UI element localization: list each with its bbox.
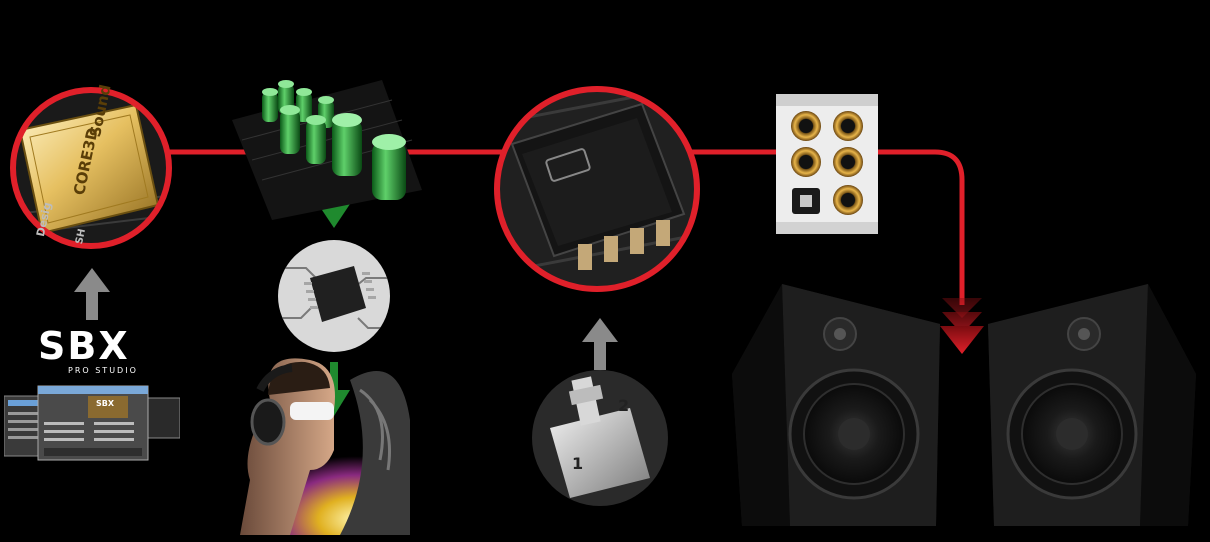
audio-jack — [833, 185, 863, 215]
capacitor-cluster — [262, 80, 406, 200]
gray-up-arrow-right — [582, 318, 618, 370]
audio-jack — [833, 111, 863, 141]
gain-switch-circle: 1 2 — [530, 368, 670, 508]
switch-position-2: 2 — [618, 396, 630, 415]
red-down-arrow — [940, 298, 984, 354]
audio-jack — [833, 147, 863, 177]
gray-up-arrow-left — [74, 268, 110, 320]
left-speaker — [732, 284, 940, 526]
audio-jack — [791, 111, 821, 141]
rear-audio-jack-panel — [776, 94, 878, 234]
sbx-subtitle: PRO STUDIO — [68, 366, 138, 375]
sbx-wordmark: SBX — [38, 324, 130, 368]
audio-jack — [791, 147, 821, 177]
sound-core3d-chip-circle: Sound CORE3D Desig SH — [8, 83, 174, 251]
amplifier-chip-circle — [492, 84, 702, 294]
right-speaker — [988, 284, 1196, 526]
capacitors-board — [232, 80, 422, 220]
sbx-software-screenshot: SBX — [4, 382, 180, 462]
software-badge: SBX — [96, 399, 115, 408]
audio-ic-circle — [276, 238, 392, 354]
red-signal-line — [160, 149, 965, 305]
switch-position-1: 1 — [572, 454, 584, 473]
headphone-listener-image — [230, 340, 410, 535]
